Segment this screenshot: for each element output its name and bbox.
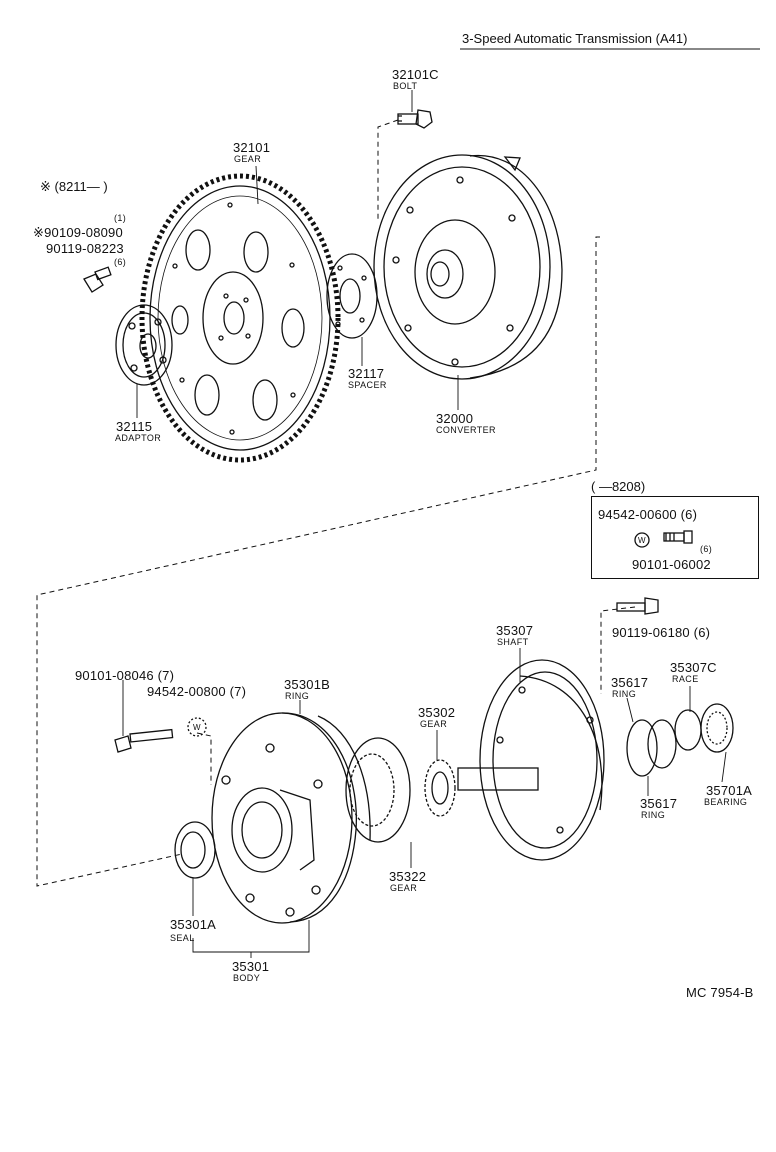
page-title: 3-Speed Automatic Transmission (A41) [462,31,688,46]
washer-94542-00800-icon [187,717,207,737]
part-name-ring: RING [612,689,637,699]
w-marks: W W [193,536,646,732]
part-name-converter: CONVERTER [436,425,496,435]
part-name-spacer: SPACER [348,380,387,390]
gear-35322-icon [345,737,411,843]
part-name-bolt: BOLT [393,81,418,91]
part-number-94542-00800: 94542-00800 (7) [147,684,247,699]
part-number-35301a: 35301A [170,917,217,932]
part-number-90119-06180: 90119-06180 (6) [612,625,711,640]
part-number-32115: 32115 [116,419,153,434]
ring-35617-outer-icon [626,719,658,777]
part-number-35701a: 35701A [706,783,753,798]
part-name-gear: GEAR [390,883,418,893]
part-name-bearing: BEARING [704,797,748,807]
part-name-ring: RING [641,810,666,820]
superseded-parts-box [591,496,759,579]
part-number-35302: 35302 [418,705,456,720]
bolt-90119-08223-icon [83,266,112,293]
bolt-32101c-icon [397,109,433,129]
part-number-35617: 35617 [640,796,678,811]
part-number-35617: 35617 [611,675,649,690]
part-number-90101-08046: 90101-08046 (7) [75,668,175,683]
diagram-code: MC 7954-B [686,985,754,1000]
oil-pump-body-icon [211,712,357,924]
part-number-35301b: 35301B [284,677,331,692]
bolt-90119-06180-icon [616,597,659,615]
bearing-35701a-icon [700,703,734,753]
production-date-until: ( —8208) [591,479,646,494]
part-number-35322: 35322 [389,869,427,884]
box-quantity-6: (6) [700,544,713,554]
stator-shaft-icon [457,659,605,861]
part-number-32000: 32000 [436,411,474,426]
spacer-disc-icon [326,253,378,339]
part-number-32101c: 32101C [392,67,439,82]
race-35307c-icon [674,709,702,751]
part-number-90109-08090: ※90109-08090 [33,225,123,240]
bolt-90101-06002-icon [663,530,693,544]
dashed-guide-lines [36,119,636,887]
part-name-ring: RING [285,691,310,701]
svg-text:W: W [638,536,646,545]
part-name-gear: GEAR [234,154,262,164]
bolt-90101-08046-icon [114,728,174,753]
part-number-90101-06002: 90101-06002 [632,557,711,572]
svg-text:W: W [193,723,201,732]
part-number-32101: 32101 [233,140,271,155]
gear-35302-icon [424,759,456,817]
part-name-shaft: SHAFT [497,637,529,647]
ring-35301b-icon [317,715,371,841]
part-number-32117: 32117 [348,366,385,381]
part-number-35301: 35301 [232,959,270,974]
part-number-35307: 35307 [496,623,534,638]
leader-lines [122,90,727,958]
adaptor-plate-icon [115,304,173,386]
torque-converter-icon [373,154,563,380]
part-number-90119-08223: 90119-08223 [46,241,124,256]
quantity-6: (6) [114,257,127,267]
part-name-adaptor: ADAPTOR [115,433,162,443]
part-number-35307c: 35307C [670,660,717,675]
part-name-gear: GEAR [420,719,448,729]
quantity-1: (1) [114,213,127,223]
production-date-from: ※ (8211— ) [40,179,108,194]
seal-35301a-icon [174,821,216,879]
washer-94542-00600-icon [634,532,650,548]
ring-35617-inner-icon [647,719,677,769]
part-name-seal: SEAL [170,933,195,943]
part-name-body: BODY [233,973,261,983]
flywheel-gear-icon [139,173,341,463]
part-name-race: RACE [672,674,699,684]
part-number-94542-00600: 94542-00600 (6) [598,507,698,522]
